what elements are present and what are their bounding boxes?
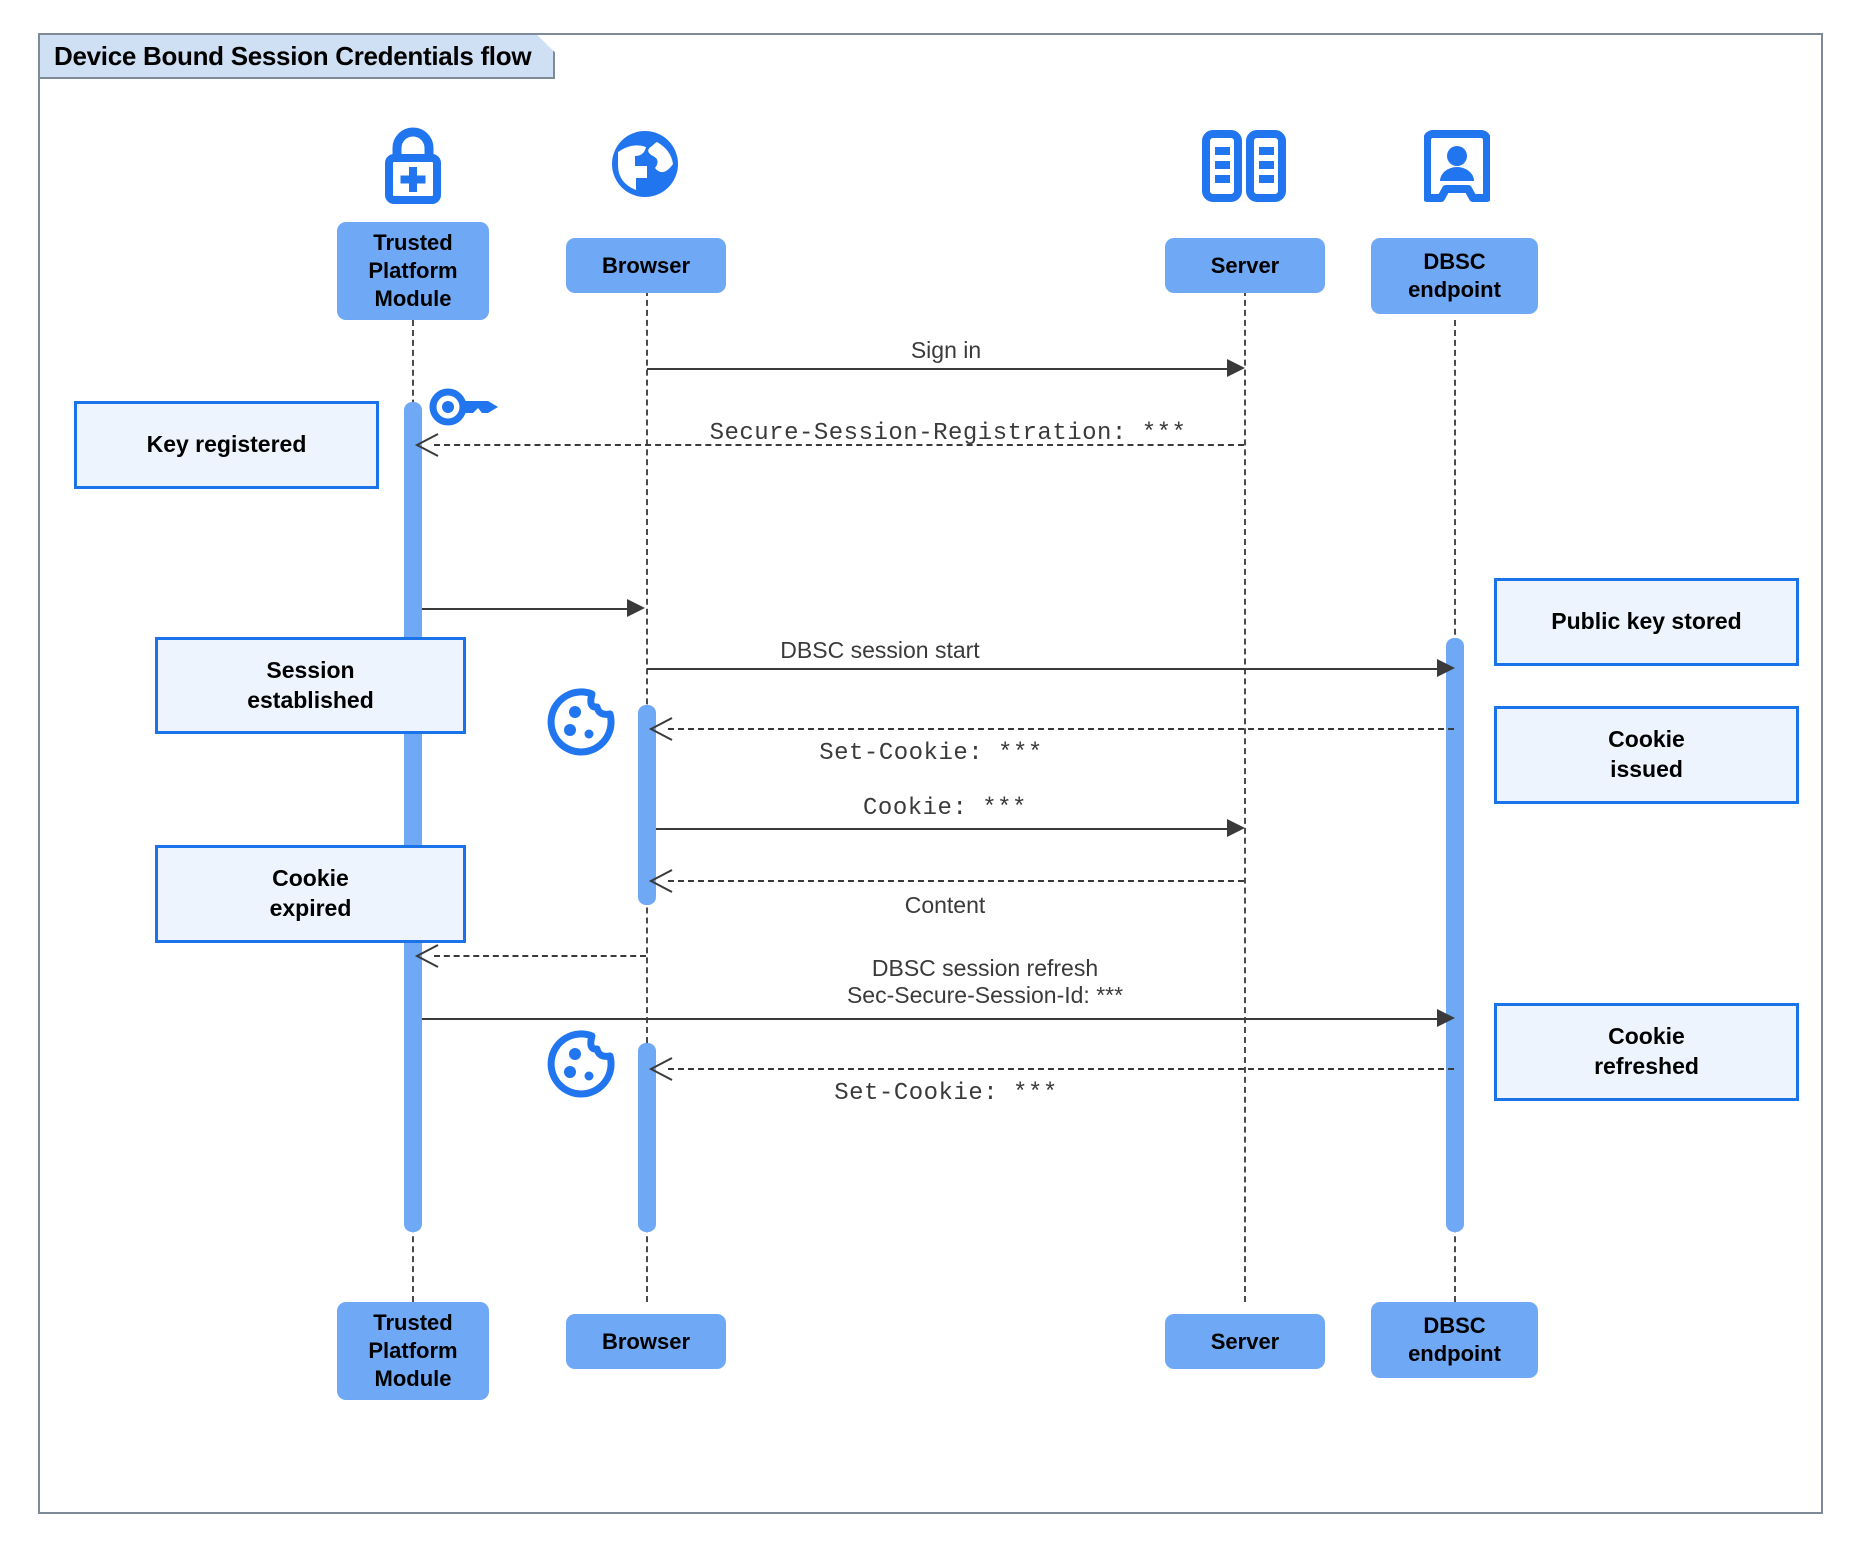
participant-server-bottom[interactable]: Server bbox=[1165, 1314, 1325, 1369]
note-text-line: Session bbox=[266, 656, 355, 683]
note-cookie-expired: Cookie expired bbox=[155, 845, 466, 943]
message-label-line-2: Sec-Secure-Session-Id: *** bbox=[846, 982, 1124, 1008]
participant-label-line: Platform bbox=[368, 258, 458, 284]
note-text-line: Key registered bbox=[146, 431, 307, 458]
message-line-dbsc-session-start bbox=[647, 668, 1437, 670]
note-text-line: Cookie bbox=[1608, 726, 1685, 753]
message-line-secure-session-registration bbox=[434, 444, 1244, 446]
note-text-line: Cookie bbox=[1608, 1023, 1685, 1050]
message-line-content bbox=[668, 880, 1244, 882]
note-public-key-stored: Public key stored bbox=[1494, 578, 1799, 666]
participant-label-line: endpoint bbox=[1408, 1341, 1501, 1366]
message-line-browser-to-tpm bbox=[434, 955, 646, 957]
participant-browser-top[interactable]: Browser bbox=[566, 238, 726, 293]
message-label-sign-in: Sign in bbox=[910, 337, 982, 363]
participant-label: Browser bbox=[601, 1328, 691, 1354]
note-text-line: established bbox=[247, 686, 374, 713]
participant-label-line: Module bbox=[374, 285, 452, 311]
message-label-cookie: Cookie: *** bbox=[863, 795, 1027, 822]
message-label-set-cookie-2: Set-Cookie: *** bbox=[834, 1080, 1058, 1107]
participant-browser-bottom[interactable]: Browser bbox=[566, 1314, 726, 1369]
participant-label: Browser bbox=[601, 252, 691, 278]
note-text-line: Cookie bbox=[272, 865, 349, 892]
message-label-line-1: DBSC session refresh bbox=[871, 955, 1099, 981]
note-key-registered: Key registered bbox=[74, 401, 379, 489]
message-label-dbsc-session-refresh: DBSC session refresh Sec-Secure-Session-… bbox=[847, 955, 1123, 1009]
activation-bar-browser-2 bbox=[638, 1043, 656, 1232]
participant-label-line: Trusted bbox=[373, 1310, 453, 1336]
participant-dbsc-bottom[interactable]: DBSC endpoint bbox=[1371, 1302, 1538, 1378]
message-label-content: Content bbox=[904, 892, 986, 918]
message-line-set-cookie-1 bbox=[668, 728, 1454, 730]
participant-label: Server bbox=[1210, 1328, 1280, 1354]
note-text-line: Public key stored bbox=[1551, 608, 1742, 635]
message-label-secure-session-registration: Secure-Session-Registration: *** bbox=[709, 420, 1187, 447]
participant-label: Server bbox=[1210, 252, 1280, 278]
activation-bar-tpm bbox=[404, 402, 422, 1232]
message-line-tpm-to-browser bbox=[422, 608, 627, 610]
note-cookie-refreshed: Cookie refreshed bbox=[1494, 1003, 1799, 1101]
participant-label-line: endpoint bbox=[1408, 277, 1501, 302]
lifeline-server bbox=[1244, 280, 1246, 1302]
cookie-icon bbox=[546, 1028, 618, 1100]
message-line-sign-in bbox=[647, 368, 1227, 370]
message-line-set-cookie-2 bbox=[668, 1068, 1454, 1070]
participant-label-line: Trusted bbox=[373, 230, 453, 256]
page-title: Device Bound Session Credentials flow bbox=[54, 40, 532, 71]
activation-bar-dbsc bbox=[1446, 638, 1464, 1232]
id-badge-icon bbox=[1424, 128, 1490, 206]
note-cookie-issued: Cookie issued bbox=[1494, 706, 1799, 804]
note-text-line: refreshed bbox=[1594, 1053, 1699, 1079]
arrowhead-cookie bbox=[1227, 819, 1245, 837]
participant-label-line: Module bbox=[374, 1365, 452, 1391]
participant-dbsc-top[interactable]: DBSC endpoint bbox=[1371, 238, 1538, 314]
message-label-dbsc-session-start: DBSC session start bbox=[780, 637, 980, 663]
message-line-dbsc-session-refresh bbox=[422, 1018, 1437, 1020]
server-rack-icon bbox=[1200, 128, 1288, 204]
participant-tpm-bottom[interactable]: Trusted Platform Module bbox=[337, 1302, 489, 1400]
diagram-title-tab: Device Bound Session Credentials flow bbox=[40, 35, 555, 79]
note-text-line: issued bbox=[1610, 756, 1683, 782]
arrowhead-tpm-to-browser bbox=[627, 599, 645, 617]
arrowhead-dbsc-session-start bbox=[1437, 659, 1455, 677]
message-line-cookie bbox=[656, 828, 1227, 830]
activation-bar-browser-1 bbox=[638, 705, 656, 905]
padlock-plus-icon bbox=[371, 126, 455, 204]
arrowhead-sign-in bbox=[1227, 359, 1245, 377]
note-text-line: expired bbox=[269, 895, 352, 921]
participant-label-line: DBSC bbox=[1423, 1313, 1486, 1339]
cookie-icon bbox=[546, 686, 618, 758]
participant-label-line: Platform bbox=[368, 1338, 458, 1364]
participant-server-top[interactable]: Server bbox=[1165, 238, 1325, 293]
message-label-set-cookie-1: Set-Cookie: *** bbox=[819, 740, 1043, 767]
key-icon bbox=[428, 384, 508, 430]
globe-icon bbox=[605, 126, 685, 204]
participant-label-line: DBSC bbox=[1423, 249, 1486, 275]
note-session-established: Session established bbox=[155, 637, 466, 734]
arrowhead-dbsc-session-refresh bbox=[1437, 1009, 1455, 1027]
participant-tpm-top[interactable]: Trusted Platform Module bbox=[337, 222, 489, 320]
